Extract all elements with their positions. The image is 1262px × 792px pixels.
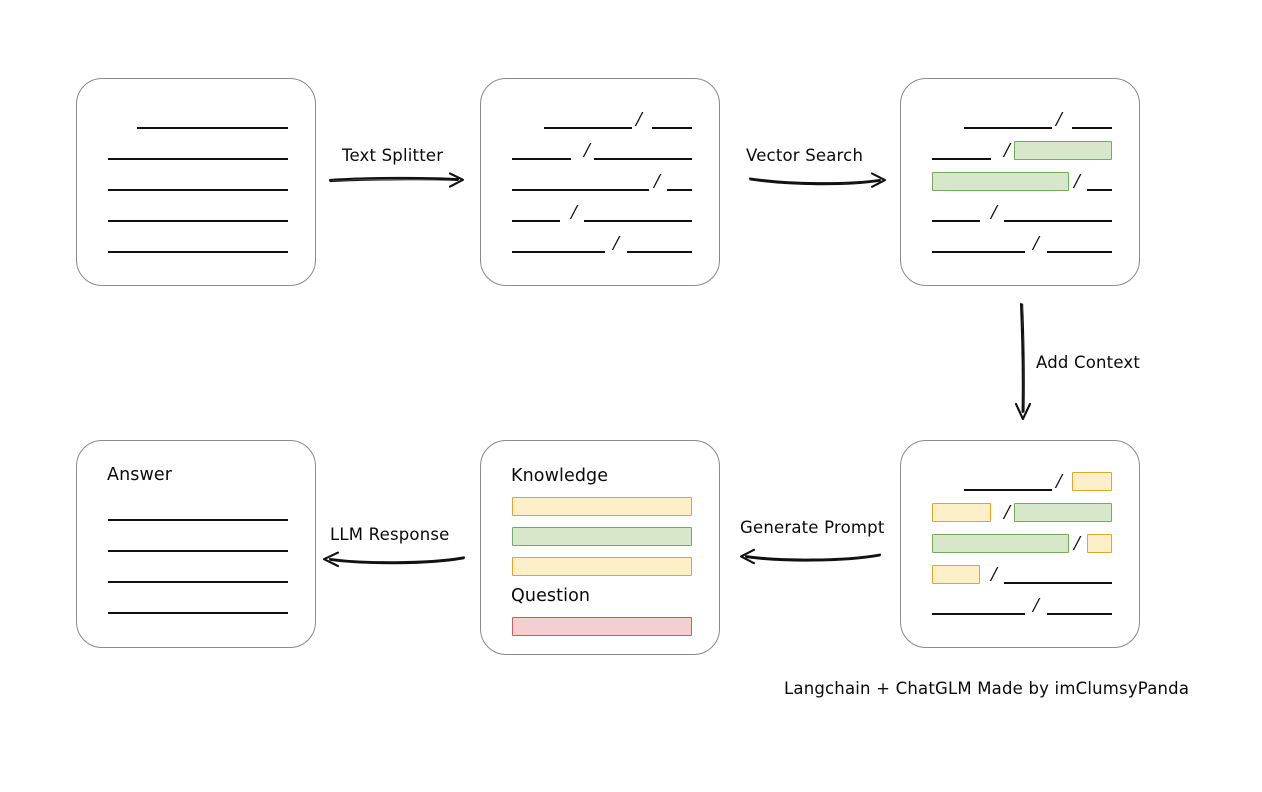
text-line-segment [108,251,288,253]
text-line-segment [512,251,605,253]
text-line-segment [932,220,980,222]
edge-arrow-generate-prompt [739,548,882,565]
edge-label-vector-search: Vector Search [746,146,864,165]
highlight-yellow [1072,472,1112,491]
chunk-separator-slash: / [1074,169,1080,193]
edge-arrow-text-splitter [328,172,465,188]
node-split-chunks[interactable]: / / / / / [480,78,720,286]
text-line-segment [512,189,649,191]
prompt-bar-red [512,617,692,636]
chunk-separator-slash: / [654,169,660,193]
text-line-segment [964,127,1052,129]
edge-label-generate-prompt: Generate Prompt [740,518,885,537]
text-line-segment [932,613,1025,615]
question-title: Question [511,586,591,606]
prompt-bar-green [512,527,692,546]
text-line-segment [108,189,288,191]
text-line-segment [544,127,632,129]
highlight-green [932,534,1069,553]
text-line-segment [137,127,288,129]
answer-title: Answer [107,465,173,485]
node-context-chunks[interactable]: / / / / / [900,440,1140,648]
edge-arrow-vector-search [748,172,887,188]
knowledge-title: Knowledge [511,466,609,486]
footer-caption: Langchain + ChatGLM Made by imClumsyPand… [784,679,1190,698]
text-line-segment [108,612,288,614]
text-line-segment [512,220,560,222]
chunk-separator-slash: / [1004,138,1010,162]
node-retrieved-chunks[interactable]: / / / / / [900,78,1140,286]
highlight-green [932,172,1069,191]
chunk-separator-slash: / [571,200,577,224]
text-line-segment [1004,220,1112,222]
highlight-yellow [932,565,980,584]
text-line-segment [594,158,692,160]
edge-arrow-llm-response [322,551,466,568]
chunk-separator-slash: / [584,138,590,162]
edge-arrow-add-context [1014,302,1032,421]
node-answer[interactable]: Answer [76,440,316,648]
text-line-segment [584,220,692,222]
edge-label-add-context: Add Context [1036,353,1141,372]
text-line-segment [1047,251,1112,253]
chunk-separator-slash: / [1056,107,1062,131]
chunk-separator-slash: / [1033,593,1039,617]
text-line-segment [1072,127,1112,129]
highlight-green [1014,141,1112,160]
text-line-segment [932,251,1025,253]
text-line-segment [108,158,288,160]
text-line-segment [667,189,692,191]
text-line-segment [108,550,288,552]
chunk-separator-slash: / [613,231,619,255]
text-line-segment [627,251,692,253]
edge-label-text-splitter: Text Splitter [342,146,444,165]
highlight-yellow [932,503,991,522]
node-prompt[interactable]: Knowledge Question [480,440,720,655]
chunk-separator-slash: / [1033,231,1039,255]
text-line-segment [108,220,288,222]
chunk-separator-slash: / [1074,531,1080,555]
text-line-segment [108,581,288,583]
chunk-separator-slash: / [1004,500,1010,524]
chunk-separator-slash: / [636,107,642,131]
text-line-segment [932,158,991,160]
text-line-segment [964,489,1052,491]
text-line-segment [512,158,571,160]
node-source-document[interactable] [76,78,316,286]
text-line-segment [652,127,692,129]
highlight-yellow [1087,534,1112,553]
chunk-separator-slash: / [991,200,997,224]
text-line-segment [1004,582,1112,584]
prompt-bar-yellow [512,557,692,576]
text-line-segment [1047,613,1112,615]
chunk-separator-slash: / [1056,469,1062,493]
chunk-separator-slash: / [991,562,997,586]
highlight-green [1014,503,1112,522]
prompt-bar-yellow [512,497,692,516]
edge-label-llm-response: LLM Response [330,525,450,544]
text-line-segment [108,519,288,521]
text-line-segment [1087,189,1112,191]
